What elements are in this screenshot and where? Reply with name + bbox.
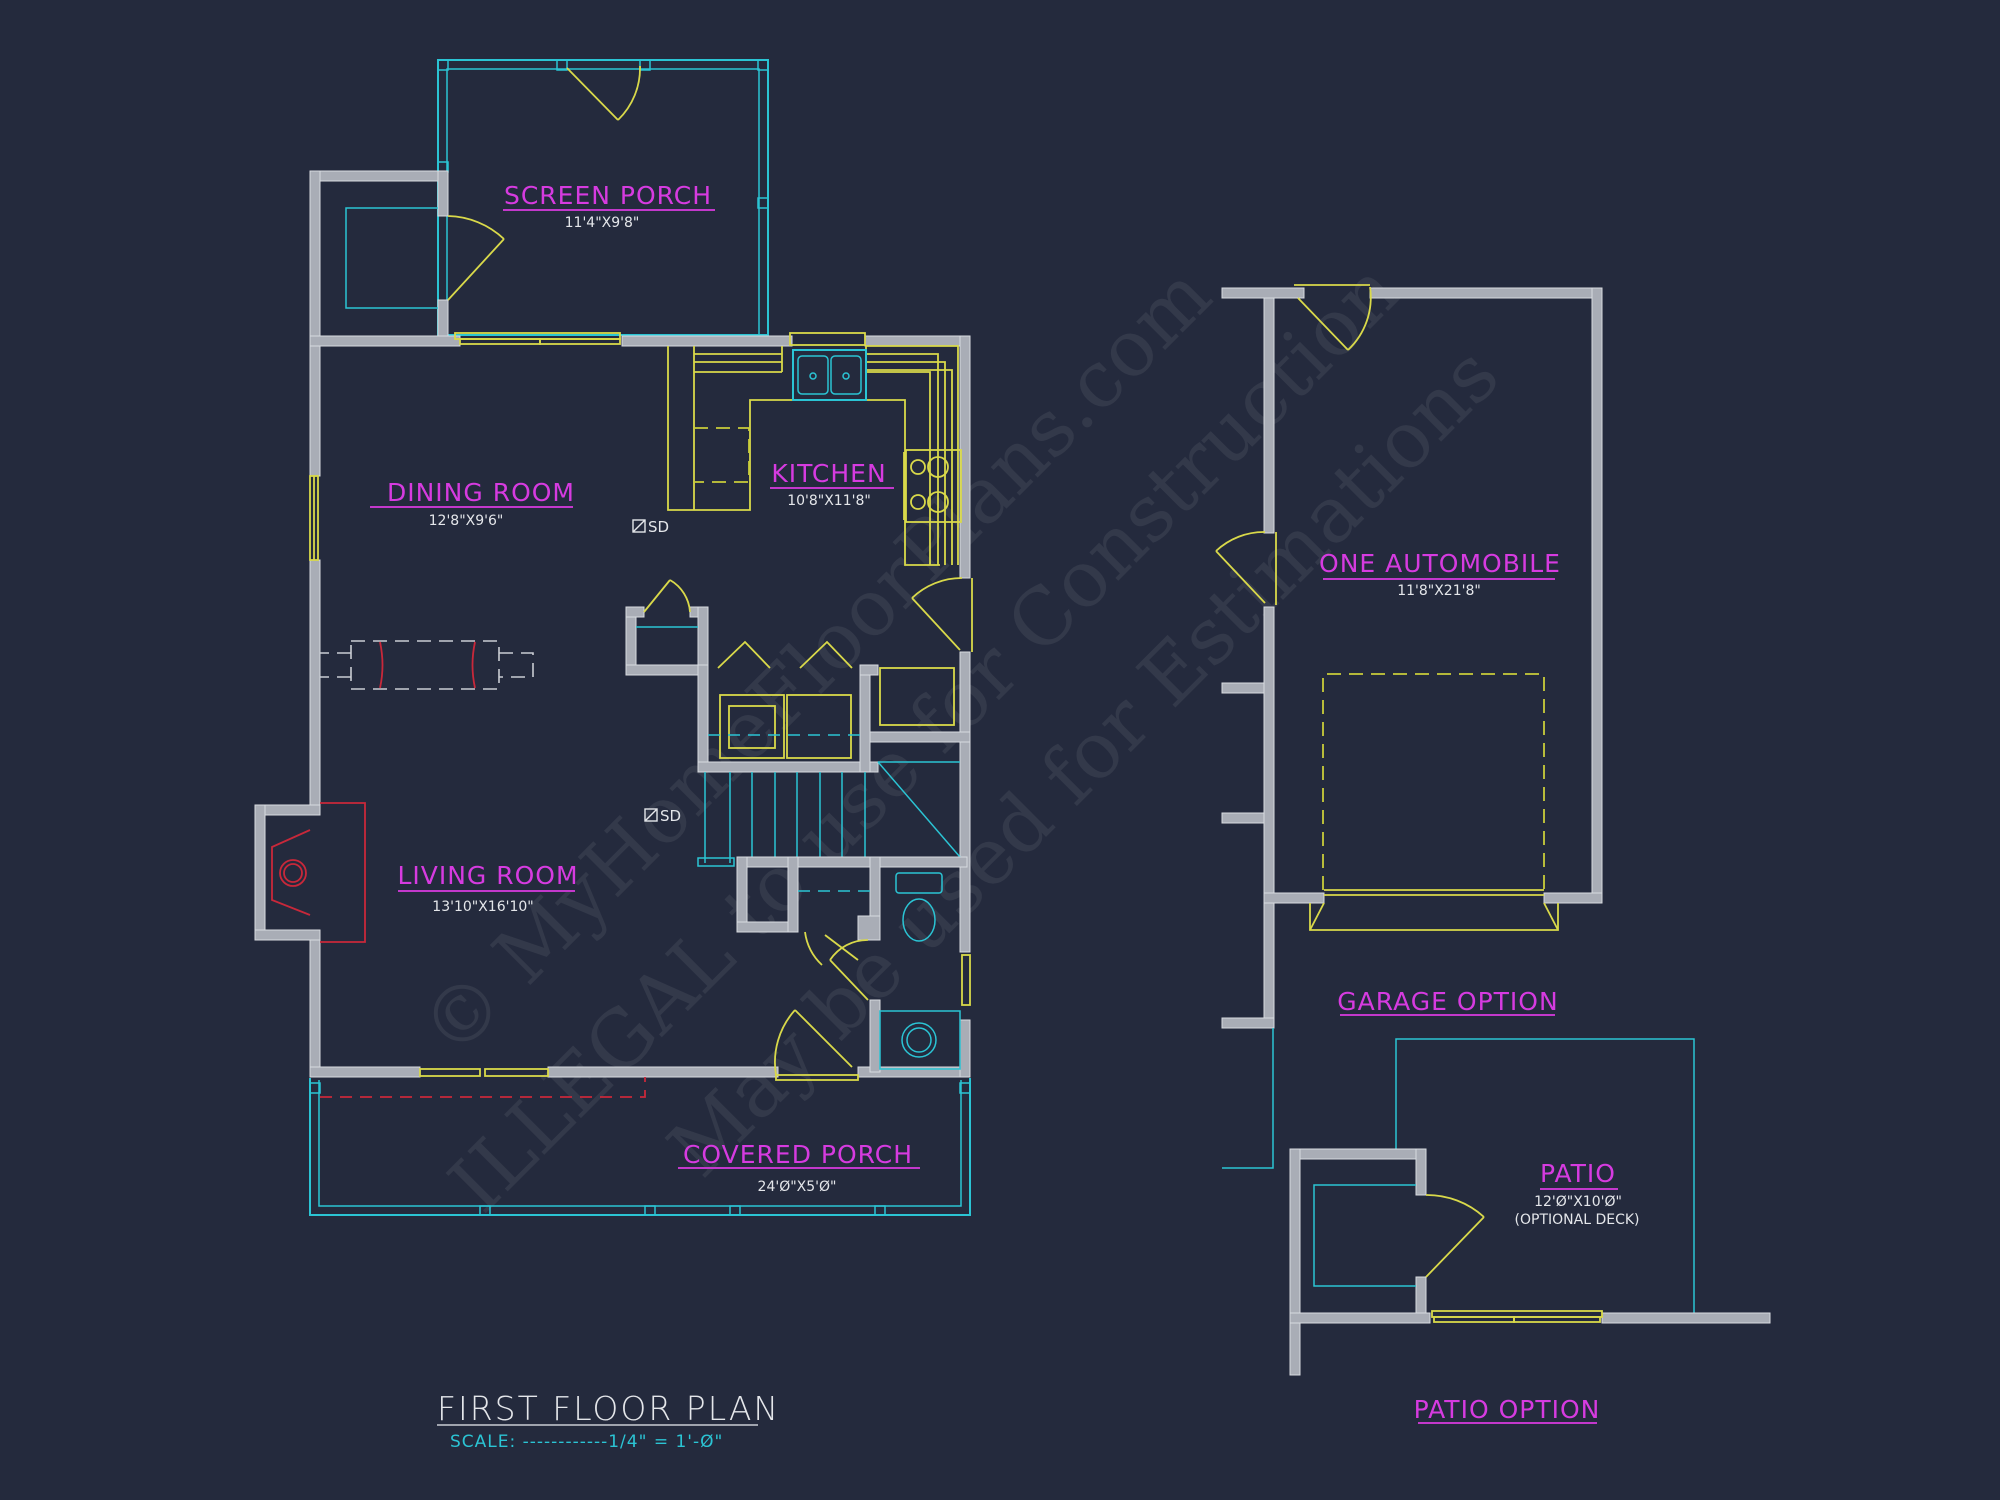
garage-overhead-door [1309, 889, 1559, 931]
svg-text:PATIO: PATIO [1540, 1159, 1616, 1188]
svg-text:10'8"X11'8": 10'8"X11'8" [787, 493, 871, 509]
dining-table [320, 640, 534, 690]
label-kitchen: KITCHEN 10'8"X11'8" [770, 459, 894, 509]
label-covered-porch: COVERED PORCH 24'Ø"X5'Ø" [678, 1140, 920, 1195]
svg-text:GARAGE OPTION: GARAGE OPTION [1337, 987, 1558, 1016]
svg-text:SCREEN PORCH: SCREEN PORCH [504, 181, 712, 210]
garage-option-label: GARAGE OPTION [1337, 987, 1558, 1016]
label-dining-room: DINING ROOM 12'8"X9'6" [370, 478, 575, 529]
svg-text:11'8"X21'8": 11'8"X21'8" [1397, 583, 1481, 599]
kitchen-range [903, 449, 962, 523]
svg-text:KITCHEN: KITCHEN [771, 459, 886, 488]
bath-walls [736, 856, 968, 1073]
kitchen-sink [792, 349, 867, 401]
pantry-walls [625, 606, 709, 683]
patio-frame [1395, 1038, 1695, 1313]
garage-walls [1221, 287, 1603, 1029]
mudroom-door [447, 215, 505, 301]
toilet [895, 872, 943, 942]
svg-text:LIVING ROOM: LIVING ROOM [397, 861, 578, 890]
svg-text:11'4"X9'8": 11'4"X9'8" [565, 215, 640, 231]
kitchen-side-door [911, 577, 973, 652]
svg-text:13'10"X16'10": 13'10"X16'10" [432, 899, 533, 915]
garage-rear-door [1294, 284, 1372, 351]
pantry-door [643, 579, 691, 613]
kitchen-cabinets [667, 345, 959, 566]
exterior-walls [254, 170, 971, 1078]
screen-porch-door [566, 65, 641, 121]
living-window-2 [484, 1068, 549, 1077]
smoke-detector-1: SD [632, 518, 669, 536]
plan-title: FIRST FLOOR PLAN [437, 1389, 780, 1428]
patio-door [1425, 1194, 1485, 1278]
svg-text:12'Ø"X10'Ø": 12'Ø"X10'Ø" [1534, 1194, 1622, 1210]
mudroom-bench [345, 207, 438, 309]
watermark-line-1: © MyHomeFloorPlans.com [404, 250, 1228, 1074]
water-heater [879, 667, 955, 726]
closet-door [804, 931, 869, 1001]
svg-text:SD: SD [648, 518, 669, 536]
svg-text:24'Ø"X5'Ø": 24'Ø"X5'Ø" [758, 1179, 837, 1195]
svg-text:PATIO OPTION: PATIO OPTION [1414, 1395, 1601, 1424]
label-one-automobile: ONE AUTOMOBILE 11'8"X21'8" [1319, 549, 1561, 599]
fireplace [271, 802, 366, 943]
patio-option-label: PATIO OPTION [1414, 1395, 1601, 1424]
svg-text:COVERED PORCH: COVERED PORCH [683, 1140, 913, 1169]
patio-walls [1289, 1148, 1771, 1376]
living-window-1 [419, 1068, 481, 1077]
bath-sink [879, 1010, 961, 1070]
svg-text:DINING ROOM: DINING ROOM [387, 478, 575, 507]
patio-bench [1313, 1184, 1416, 1287]
patio-house-outline [1222, 1028, 1274, 1169]
north-slider-door [454, 332, 621, 345]
washer-dryer [708, 694, 860, 759]
covered-porch-frame [309, 1077, 971, 1216]
bath-window [961, 954, 971, 1006]
front-door [774, 1009, 859, 1081]
svg-text:ONE AUTOMOBILE: ONE AUTOMOBILE [1319, 549, 1561, 578]
smoke-detector-2: SD [644, 807, 681, 825]
plan-scale: SCALE: ------------1/4" = 1'-Ø" [450, 1432, 723, 1452]
svg-text:(OPTIONAL DECK): (OPTIONAL DECK) [1515, 1212, 1640, 1228]
svg-text:12'8"X9'6": 12'8"X9'6" [429, 513, 504, 529]
svg-text:SD: SD [660, 807, 681, 825]
garage-car-outline [1322, 673, 1545, 890]
patio-slider-door [1431, 1310, 1603, 1323]
laundry-bifold-doors [717, 640, 853, 669]
label-living-room: LIVING ROOM 13'10"X16'10" [397, 861, 578, 915]
plan-title-block: FIRST FLOOR PLAN SCALE: ------------1/4"… [437, 1389, 780, 1452]
stairs [697, 761, 961, 867]
label-patio: PATIO 12'Ø"X10'Ø" (OPTIONAL DECK) [1515, 1159, 1640, 1228]
label-screen-porch: SCREEN PORCH 11'4"X9'8" [503, 181, 715, 231]
kitchen-window [789, 332, 866, 346]
garage-side-door [1215, 531, 1277, 605]
